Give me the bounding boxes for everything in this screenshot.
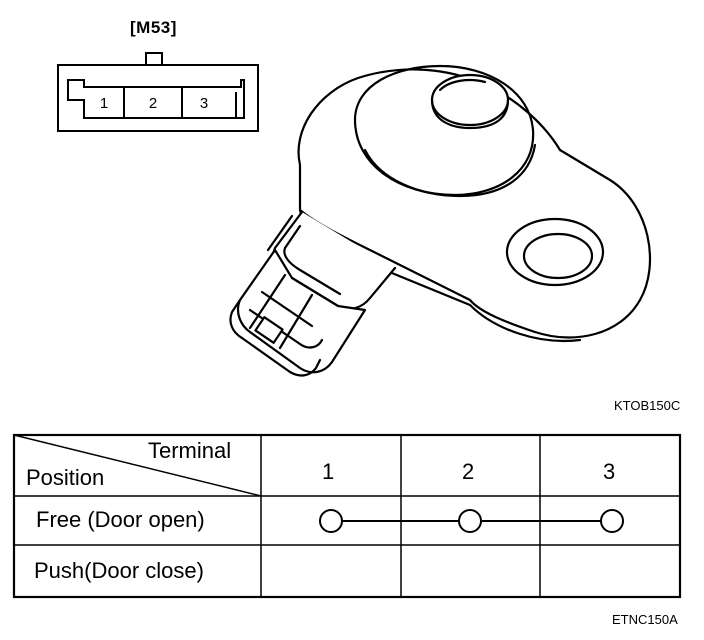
terminal-3-dot <box>600 509 624 533</box>
connector-label: [M53] <box>130 18 177 37</box>
row-label-push: Push(Door close) <box>34 558 204 583</box>
header-position: Position <box>26 465 105 490</box>
diagram-code: KTOB150C <box>614 398 681 413</box>
connector-body <box>57 64 259 132</box>
connector-cavity <box>67 79 245 119</box>
header-diagonal <box>13 434 262 497</box>
column-terminal-3: 3 <box>603 459 616 484</box>
mounting-hole <box>505 217 605 287</box>
table-code: ETNC150A <box>612 612 678 627</box>
connector-face <box>57 52 259 132</box>
pin-2-label: 2 <box>149 95 157 112</box>
continuity-link-row-1 <box>319 509 624 533</box>
terminal-2-dot <box>458 509 482 533</box>
connector-key <box>145 52 163 66</box>
row-label-free: Free (Door open) <box>36 507 205 532</box>
column-terminal-1: 1 <box>322 459 335 484</box>
continuity-table-grid <box>12 433 682 599</box>
header-terminal: Terminal <box>148 438 232 463</box>
pin-1-label: 1 <box>100 95 108 112</box>
door-switch-illustration <box>229 64 652 377</box>
pin-3-label: 3 <box>200 95 208 112</box>
column-terminal-2: 2 <box>462 459 475 484</box>
plunger-button <box>430 73 510 127</box>
terminal-1-dot <box>319 509 343 533</box>
